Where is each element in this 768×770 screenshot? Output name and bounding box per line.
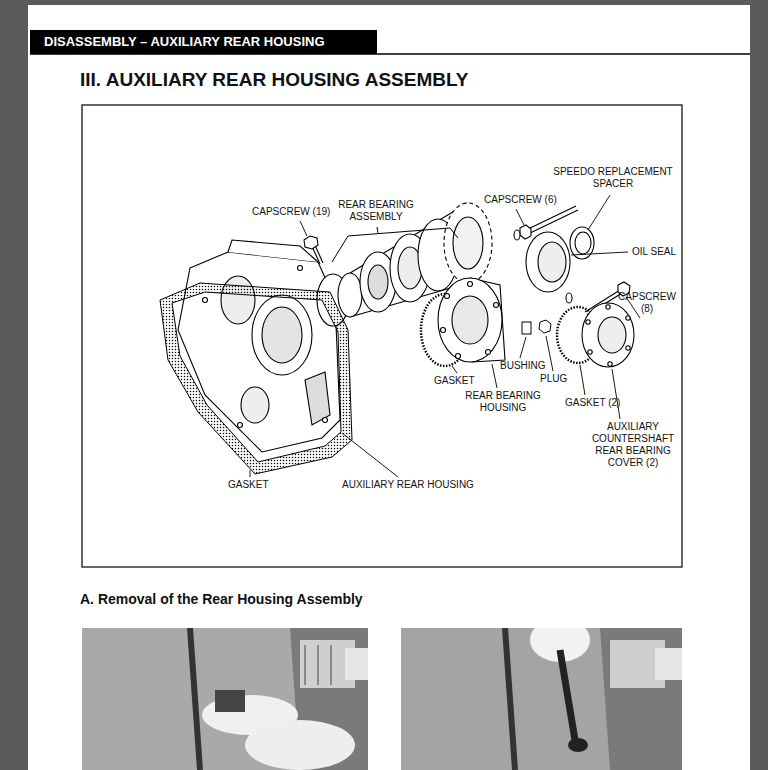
- part-label: PLUG: [540, 373, 567, 385]
- capscrew-8-part: [566, 293, 572, 303]
- figure-frame: [82, 105, 682, 567]
- countershaft-bearing-cover-part: [588, 350, 592, 354]
- capscrew-6-part: [514, 230, 520, 240]
- leader-lines-part: [546, 336, 553, 371]
- auxiliary-rear-housing: [178, 240, 349, 452]
- rear-bearing-assembly-part: [453, 217, 483, 269]
- auxiliary-rear-housing-part: [241, 387, 269, 423]
- leader-lines: [250, 195, 640, 477]
- oil-seal-part: [538, 242, 566, 282]
- leader-lines-part: [452, 366, 457, 373]
- photo-left-part: [318, 645, 319, 685]
- photo-right-part: [560, 650, 575, 740]
- countershaft-bearing-cover-part: [626, 346, 630, 350]
- part-label: GASKET: [228, 479, 269, 491]
- header-text: DISASSEMBLY – AUXILIARY REAR HOUSING: [44, 30, 325, 54]
- auxiliary-rear-housing-part: [203, 298, 208, 303]
- housing-gasket: [160, 283, 352, 474]
- countershaft-bearing-cover-part: [598, 317, 626, 353]
- auxiliary-rear-housing-part: [238, 423, 243, 428]
- photo-left-part: [345, 648, 368, 680]
- leader-lines-part: [516, 209, 524, 225]
- auxiliary-rear-housing-part: [298, 266, 303, 271]
- part-label: SPEEDO REPLACEMENT SPACER: [547, 166, 679, 190]
- part-label: BUSHING: [500, 360, 546, 372]
- countershaft-bearing-cover-part: [606, 305, 610, 309]
- countershaft-bearing-cover-part: [586, 320, 590, 324]
- photo-right-part: [505, 628, 515, 770]
- leader-lines-part: [571, 252, 628, 255]
- leader-lines-part: [580, 365, 585, 395]
- part-label: AUXILIARY COUNTERSHAFT REAR BEARING COVE…: [587, 421, 679, 469]
- photo-left-part: [305, 645, 306, 685]
- rear-bearing-housing-part: [494, 303, 499, 308]
- part-label: REAR BEARING ASSEMBLY: [334, 199, 418, 223]
- rear-bearing-housing-part: [438, 278, 502, 362]
- photo-left: [82, 628, 368, 770]
- leader-lines-part: [588, 195, 610, 230]
- part-label: CAPSCREW (8): [616, 291, 678, 315]
- photo-left-part: [190, 628, 200, 770]
- auxiliary-rear-housing-part: [252, 295, 312, 375]
- leader-lines-part: [342, 433, 398, 477]
- capscrew-6-part: [528, 210, 578, 234]
- countershaft-bearing-cover: [582, 303, 634, 367]
- auxiliary-rear-housing-part: [305, 372, 330, 425]
- photo-right-part: [568, 738, 588, 752]
- rear-bearing-assembly-part: [368, 265, 388, 299]
- rear-bearing-housing: [438, 278, 505, 362]
- countershaft-bearing-cover-part: [608, 362, 612, 366]
- leader-lines-part: [492, 364, 497, 388]
- auxiliary-rear-housing-part: [262, 307, 302, 363]
- photo-right: [401, 628, 682, 770]
- part-label: CAPSCREW (6): [484, 194, 557, 206]
- bushing: [522, 322, 531, 334]
- assembly-tick: [377, 227, 378, 233]
- page-title: III. AUXILIARY REAR HOUSING ASSEMBLY: [80, 68, 469, 92]
- oil-seal-part: [526, 232, 570, 292]
- assembly-bracket: [332, 228, 458, 262]
- leader-lines-part: [520, 337, 526, 358]
- part-label: OIL SEAL: [632, 246, 676, 258]
- plug: [539, 320, 551, 333]
- part-label: GASKET: [434, 375, 475, 387]
- photo-left-part: [82, 628, 368, 770]
- section-heading: A. Removal of the Rear Housing Assembly: [80, 590, 363, 608]
- rear-bearing-assembly-part: [338, 273, 362, 317]
- rear-bearing-housing-part: [486, 350, 491, 355]
- auxiliary-rear-housing-part: [323, 418, 328, 423]
- rear-bearing-assembly-part: [444, 203, 492, 283]
- leader-lines-part: [250, 470, 251, 477]
- countershaft-bearing-cover-part: [626, 316, 630, 320]
- part-label: CAPSCREW (19): [252, 206, 330, 218]
- leader-lines-part: [612, 369, 620, 419]
- rear-bearing-housing-part: [456, 354, 461, 359]
- auxiliary-rear-housing-part: [178, 252, 340, 452]
- rear-bearing-housing-part: [468, 282, 473, 287]
- header-band: DISASSEMBLY – AUXILIARY REAR HOUSING: [30, 30, 377, 54]
- speedo-spacer-part: [575, 232, 591, 254]
- capscrew-19-part: [304, 236, 318, 249]
- photo-left-part: [215, 690, 245, 712]
- photo-left-part: [245, 720, 355, 770]
- part-label: AUXILIARY REAR HOUSING: [342, 479, 474, 491]
- capscrew-19: [304, 236, 323, 264]
- capscrew-6-part: [526, 206, 576, 230]
- photo-left-part: [331, 645, 332, 685]
- rear-bearing-housing-part: [445, 294, 450, 299]
- page-sheet: [28, 5, 750, 770]
- auxiliary-rear-housing-part: [221, 276, 255, 324]
- part-label: GASKET (2): [565, 397, 620, 409]
- capscrew-6-part: [520, 225, 531, 239]
- rear-bearing-housing-part: [452, 296, 488, 344]
- photo-right-part: [655, 648, 682, 680]
- countershaft-bearing-cover-part: [582, 303, 634, 367]
- part-label: REAR BEARING HOUSING: [461, 390, 545, 414]
- leader-lines-part: [300, 221, 307, 236]
- rear-bearing-housing-part: [441, 328, 446, 333]
- oil-seal: [526, 232, 570, 292]
